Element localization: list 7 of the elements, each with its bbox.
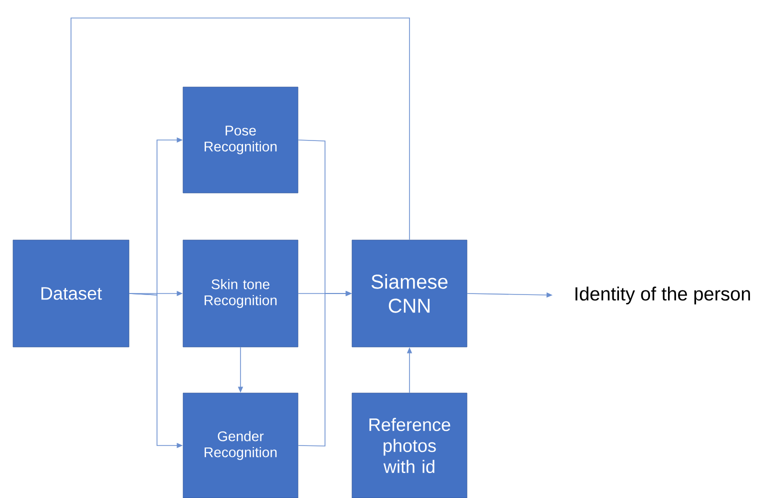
process-box: Reference photos with id — [352, 392, 468, 498]
process-box: Pose Recognition — [182, 86, 298, 194]
process-box: Gender Recognition — [182, 392, 298, 498]
process-box: Siamese CNN — [352, 240, 468, 348]
process-box: Skin tone Recognition — [182, 240, 298, 348]
process-box: Dataset — [12, 240, 130, 348]
output-label: Identity of the person — [576, 286, 750, 304]
